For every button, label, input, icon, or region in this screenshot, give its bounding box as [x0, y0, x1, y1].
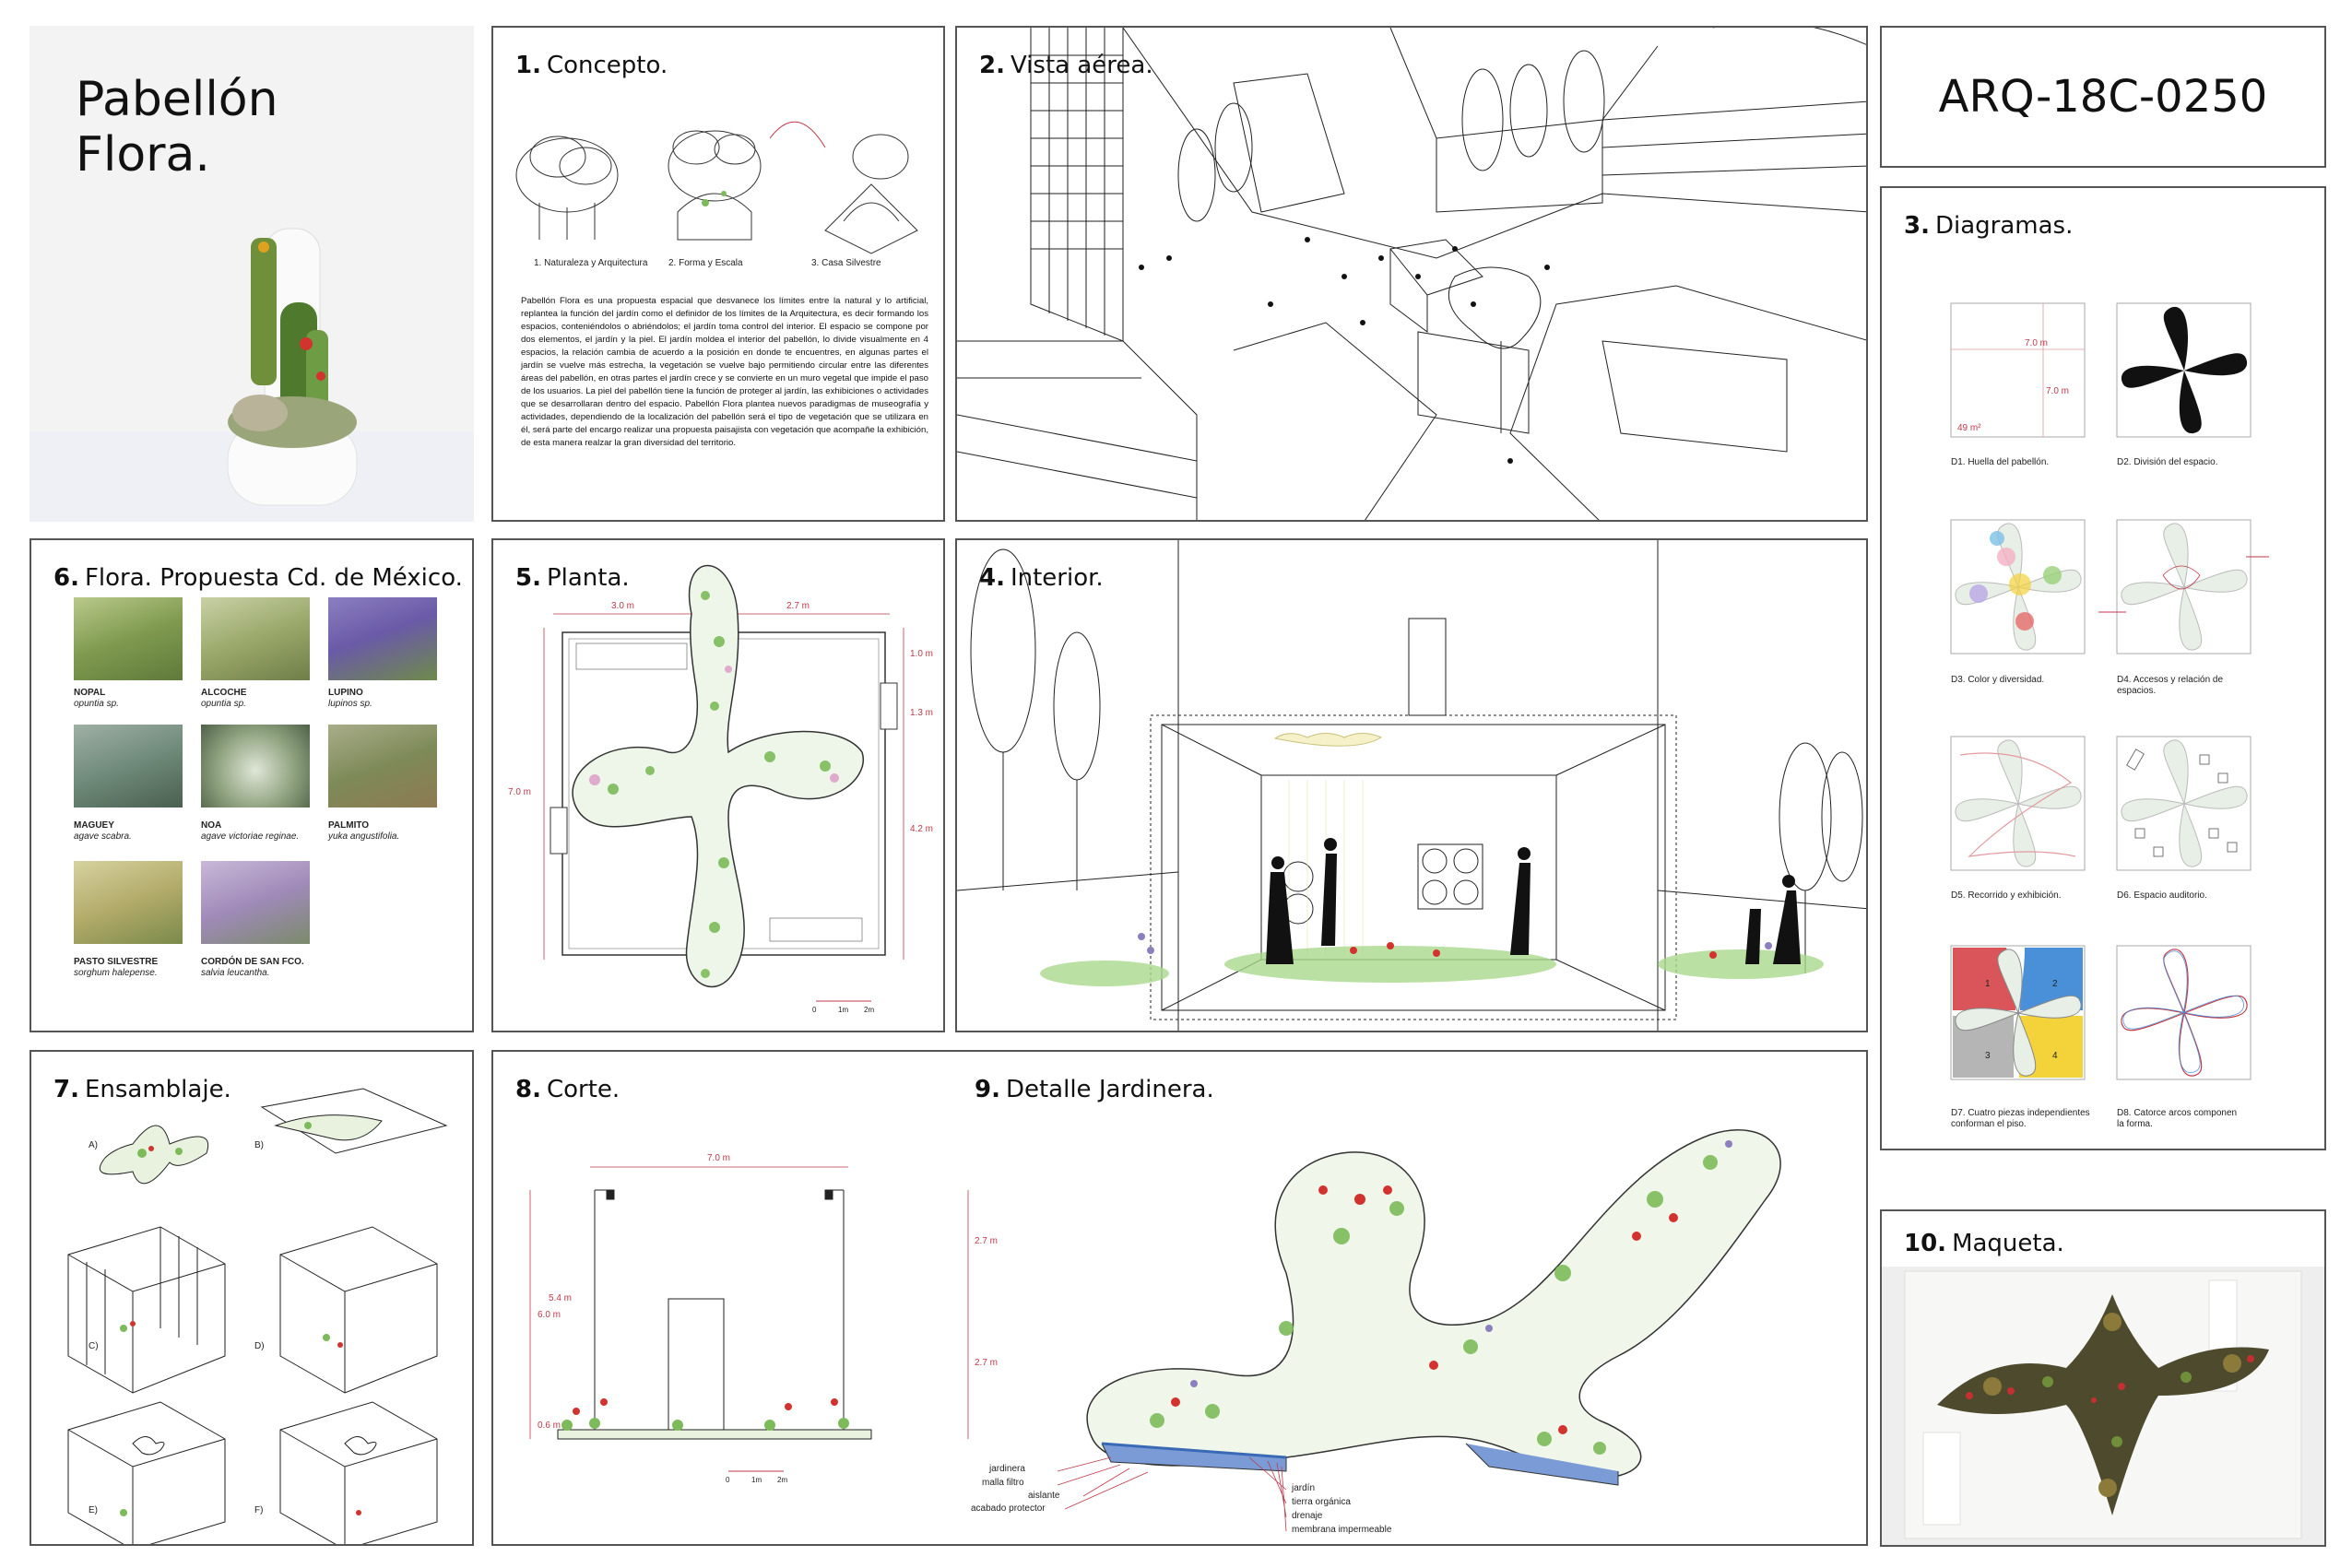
section-scale-0: 0	[726, 1476, 730, 1484]
panel-ensamblaje: 7.Ensamblaje. A) B) C) D) E) F)	[30, 1050, 474, 1546]
diagram-label-d5: D5. Recorrido y exhibición.	[1951, 890, 2062, 901]
assembly-step-f: F)	[254, 1505, 264, 1515]
assembly-step-a: A)	[89, 1140, 98, 1150]
diagram-label-d6: D6. Espacio auditorio.	[2117, 890, 2207, 901]
photo-palmito	[328, 725, 437, 808]
concept-step-2: 2. Forma y Escala	[668, 258, 743, 268]
project-code: ARQ-18C-0250	[1938, 71, 2268, 123]
section-scale-1: 1m	[751, 1476, 762, 1484]
plan-dim-left: 7.0 m	[508, 787, 532, 797]
diagram-label-d2: D2. División del espacio.	[2117, 457, 2218, 467]
plan-dim-r2: 1.3 m	[910, 708, 934, 718]
panel-concepto: 1.Concepto. 1. Naturaleza y Arquitectura…	[491, 26, 945, 522]
d1-height: 7.0 m	[2046, 386, 2070, 396]
section-drawing	[529, 1166, 969, 1472]
photo-lupino	[328, 597, 437, 680]
aerial-view-drawing	[957, 28, 1866, 520]
model-photo	[1882, 1267, 2324, 1545]
floor-plan-drawing	[543, 564, 904, 1002]
photo-maguey	[74, 725, 183, 808]
plan-dim-r3: 4.2 m	[910, 824, 934, 834]
section-dim-upper: 2.7 m	[975, 1236, 999, 1246]
detail-label-acabado-protector: acabado protector	[971, 1503, 1046, 1514]
plan-scale-1: 1m	[838, 1006, 849, 1014]
plan-dim-top-left: 3.0 m	[611, 601, 635, 611]
detail-label-jardin: jardín	[1292, 1483, 1316, 1493]
d7-piece-4: 4	[2052, 1051, 2058, 1061]
panel-maqueta: 10.Maqueta.	[1880, 1209, 2326, 1547]
panel-title: 3.Diagramas.	[1904, 212, 2074, 240]
panel-vista-aerea: 2.Vista aérea.	[955, 26, 1868, 522]
panel-title: 1.Concepto.	[515, 52, 668, 79]
diagram-grid	[1950, 302, 2269, 1080]
concept-step-1: 1. Naturaleza y Arquitectura	[534, 258, 648, 268]
d7-piece-2: 2	[2052, 979, 2058, 989]
interior-view-drawing	[957, 540, 1866, 1031]
section-dim-inner: 5.4 m	[549, 1293, 573, 1303]
diagram-label-d7: D7. Cuatro piezas independientes conform…	[1951, 1108, 2090, 1129]
assembly-step-e: E)	[89, 1505, 98, 1515]
planter-model-image	[227, 228, 358, 506]
diagram-label-d1: D1. Huella del pabellón.	[1951, 457, 2050, 467]
panel-title-detalle: 9.Detalle Jardinera.	[975, 1076, 1214, 1103]
plan-scale-2: 2m	[864, 1006, 875, 1014]
plan-dim-r1: 1.0 m	[910, 649, 934, 659]
panel-title: 10.Maqueta.	[1904, 1230, 2064, 1257]
photo-pasto-silvestre	[74, 861, 183, 944]
concept-sketches	[515, 121, 918, 254]
section-scale-2: 2m	[777, 1476, 788, 1484]
concept-text: Pabellón Flora es una propuesta espacial…	[521, 296, 928, 448]
section-dim-lower: 2.7 m	[975, 1358, 999, 1368]
section-dim-base: 0.6 m	[538, 1421, 561, 1431]
planter-detail-drawing	[1057, 1129, 1781, 1532]
diagram-label-d3: D3. Color y diversidad.	[1951, 675, 2045, 685]
detail-label-malla-filtro: malla filtro	[982, 1478, 1024, 1488]
section-dim-height: 6.0 m	[538, 1310, 561, 1320]
assembly-drawings	[67, 1088, 448, 1544]
photo-cordon-san-fco	[201, 861, 310, 944]
panel-title: 6.Flora. Propuesta Cd. de México.	[53, 564, 463, 592]
panel-title: 5.Planta.	[515, 564, 630, 592]
panel-title-corte: 8.Corte.	[515, 1076, 621, 1103]
section-dim-width: 7.0 m	[707, 1153, 731, 1163]
concept-step-3: 3. Casa Silvestre	[811, 258, 881, 268]
photo-noa	[201, 725, 310, 808]
detail-label-drenaje: drenaje	[1292, 1511, 1323, 1521]
d1-width: 7.0 m	[2025, 338, 2049, 348]
project-title: Pabellón Flora.	[76, 72, 278, 183]
panel-code: ARQ-18C-0250	[1880, 26, 2326, 168]
photo-alcoche	[201, 597, 310, 680]
assembly-step-b: B)	[254, 1140, 264, 1150]
detail-label-membrana: membrana impermeable	[1292, 1525, 1392, 1535]
d7-piece-1: 1	[1985, 979, 1991, 989]
d1-area: 49 m²	[1957, 423, 1981, 433]
flora-caption-cordon: CORDÓN DE SAN FCO.salvia leucantha.	[201, 957, 304, 978]
panel-corte-detalle: 8.Corte. 9.Detalle Jardinera. 7.0 m 6.0 …	[491, 1050, 1868, 1546]
panel-interior: 4.Interior.	[955, 538, 1868, 1032]
plan-scale-0: 0	[812, 1006, 817, 1014]
plan-dim-top-right: 2.7 m	[786, 601, 810, 611]
panel-planta: 5.Planta. 3.0 m 2.7 m 7.0 m 1.0 m 1.3 m …	[491, 538, 945, 1032]
diagram-label-d8: D8. Catorce arcos componen la forma.	[2117, 1108, 2238, 1129]
d7-piece-3: 3	[1985, 1051, 1991, 1061]
diagram-label-d4: D4. Accesos y relación de espacios.	[2117, 675, 2224, 696]
assembly-step-c: C)	[89, 1341, 99, 1351]
title-panel: Pabellón Flora.	[30, 26, 474, 522]
assembly-step-d: D)	[254, 1341, 265, 1351]
detail-label-tierra-organica: tierra orgánica	[1292, 1497, 1351, 1507]
panel-diagramas: 3.Diagramas.	[1880, 186, 2326, 1150]
detail-label-aislante: aislante	[1028, 1491, 1060, 1501]
detail-label-jardinera: jardinera	[989, 1464, 1025, 1474]
photo-nopal	[74, 597, 183, 680]
panel-title: 7.Ensamblaje.	[53, 1076, 231, 1103]
